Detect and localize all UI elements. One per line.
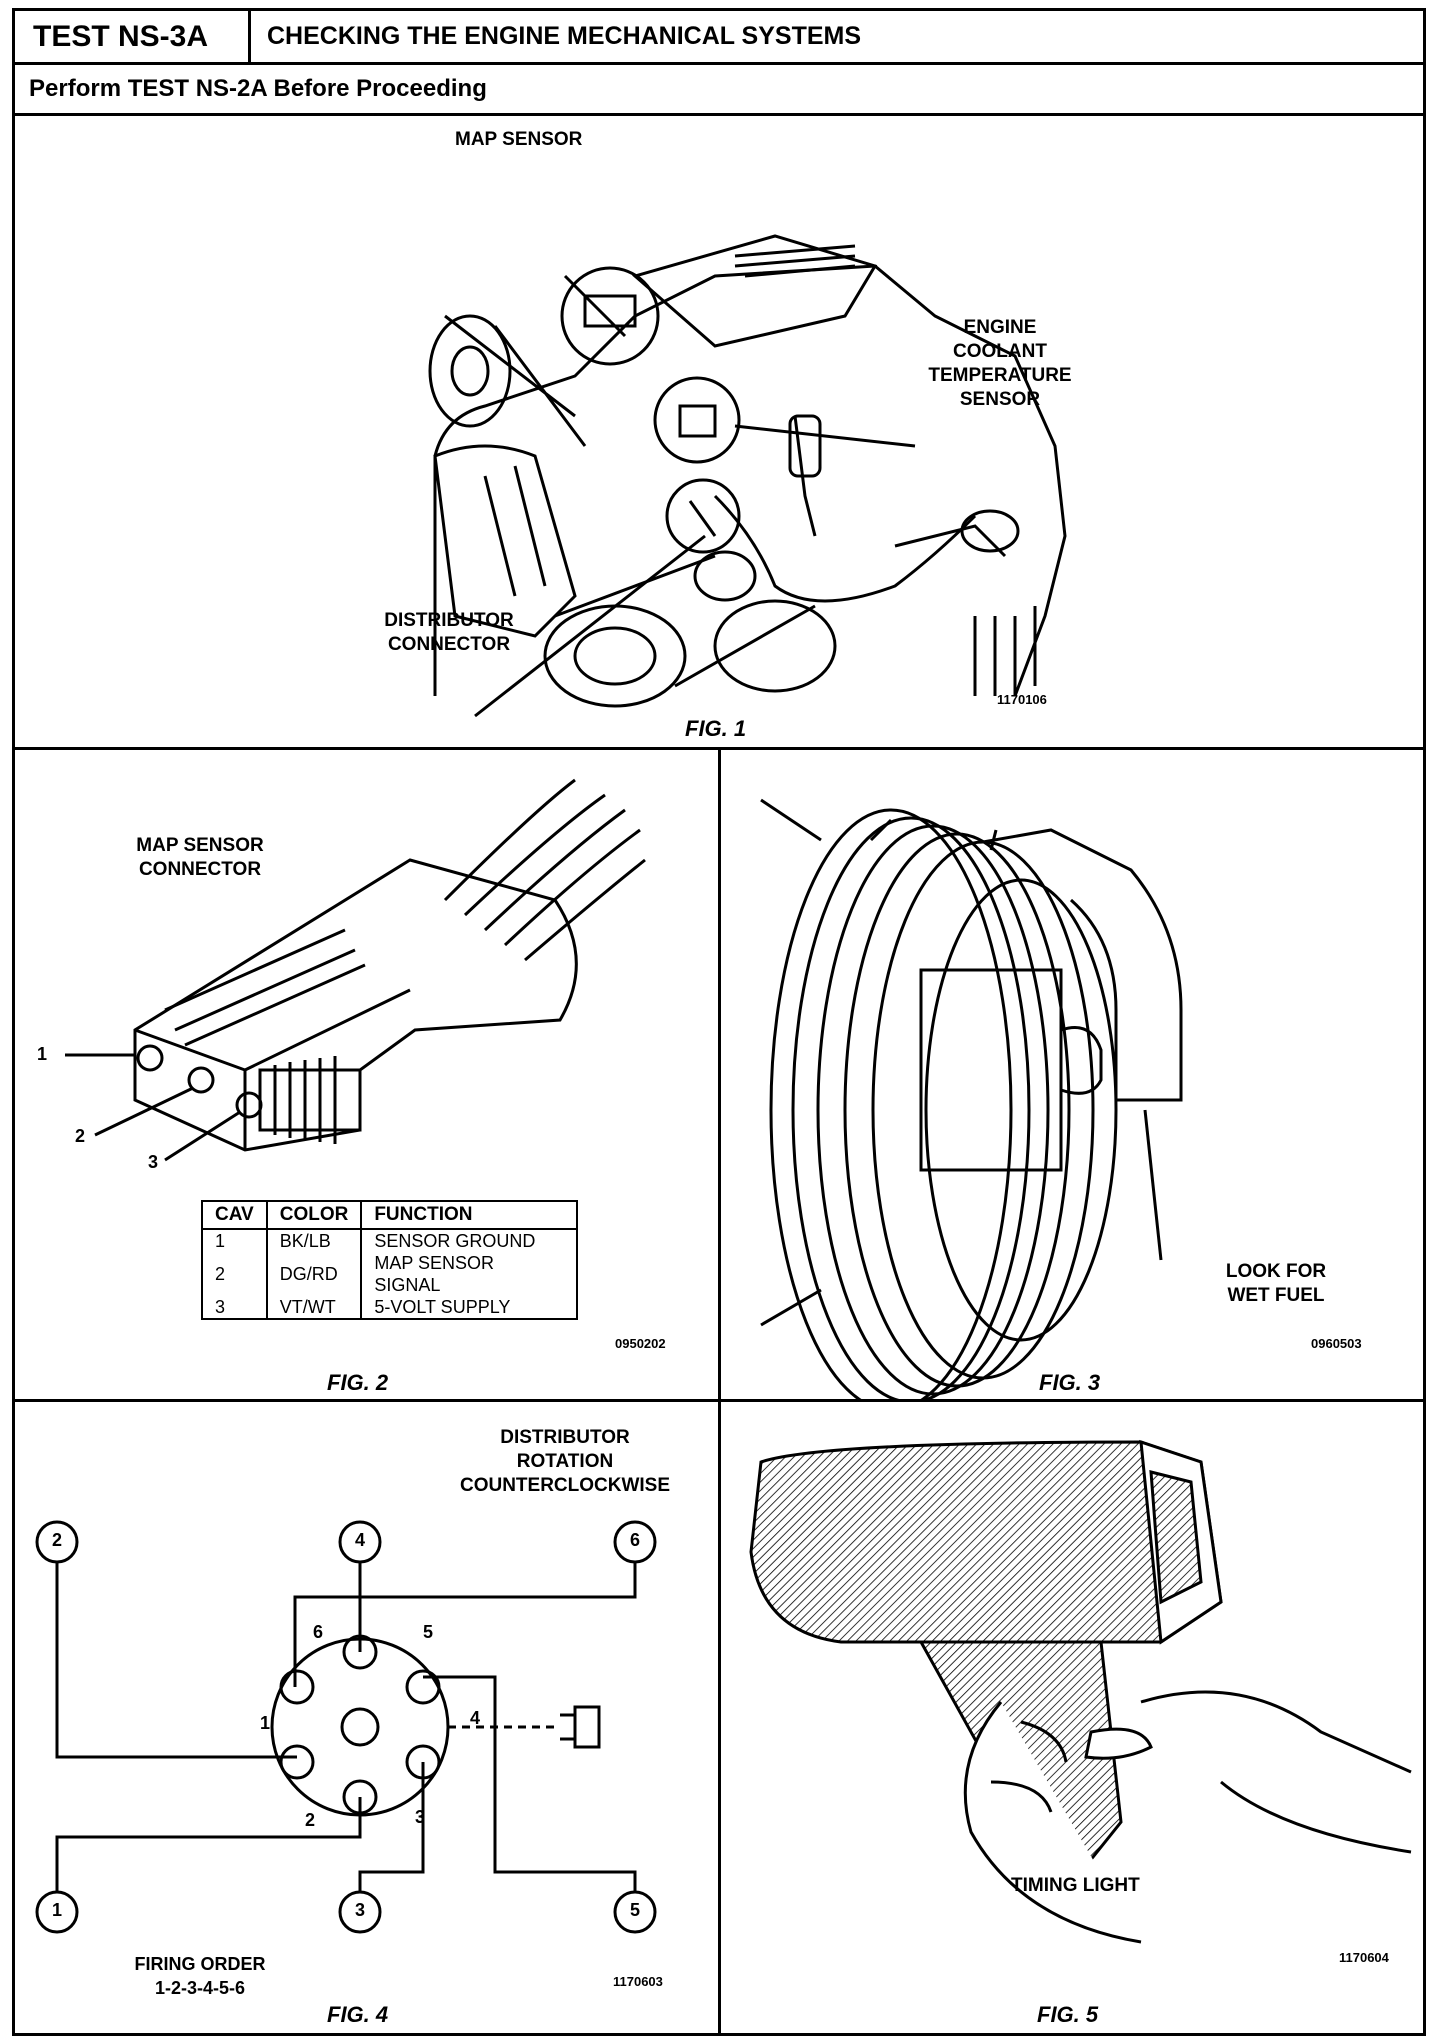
cell-function: MAP SENSOR SIGNAL xyxy=(360,1252,579,1296)
cylinder-1: 1 xyxy=(52,1900,63,1920)
spark-plug-boot-illustration xyxy=(760,798,1183,1399)
fig4-caption: FIG. 4 xyxy=(327,2002,389,2027)
firing-order-label: FIRING ORDER 1-2-3-4-5-6 xyxy=(125,1952,275,2000)
cell-cav: 3 xyxy=(201,1296,268,1320)
col-function: FUNCTION xyxy=(360,1200,579,1230)
cap-terminal-4: 4 xyxy=(470,1708,481,1728)
pin-label-2: 2 xyxy=(75,1126,86,1146)
distributor-label-line2: CONNECTOR xyxy=(387,634,511,655)
wet-fuel-label: LOOK FOR WET FUEL xyxy=(1201,1260,1351,1308)
cylinder-5: 5 xyxy=(630,1900,641,1920)
fig3-caption: FIG. 3 xyxy=(1039,1370,1101,1395)
fig4-code: 1170603 xyxy=(613,1974,663,1989)
fig4-panel: DISTRIBUTOR ROTATION COUNTERCLOCKWISE 2 … xyxy=(15,1402,721,2033)
col-cav: CAV xyxy=(201,1200,268,1230)
fig5-caption: FIG. 5 xyxy=(1037,2002,1099,2027)
cap-terminal-5: 5 xyxy=(423,1622,434,1642)
cap-terminal-1: 1 xyxy=(260,1713,271,1733)
fig2-title-line2: CONNECTOR xyxy=(138,859,262,880)
table-row: 2 DG/RD MAP SENSOR SIGNAL xyxy=(201,1252,579,1296)
distributor-connector-label: DISTRIBUTOR CONNECTOR xyxy=(369,609,529,657)
fig2-caption: FIG. 2 xyxy=(327,1370,389,1395)
test-id: TEST NS-3A xyxy=(15,11,251,62)
timing-light-label: TIMING LIGHT xyxy=(1011,1875,1140,1896)
cylinder-3: 3 xyxy=(355,1900,366,1920)
fig5-code: 1170604 xyxy=(1339,1950,1389,1965)
ect-label-line4: SENSOR xyxy=(959,389,1041,410)
table-row: 3 VT/WT 5-VOLT SUPPLY xyxy=(201,1296,579,1320)
map-connector-illustration xyxy=(65,778,646,1162)
cap-terminal-6: 6 xyxy=(313,1622,324,1642)
cylinder-2: 2 xyxy=(52,1530,63,1550)
fig3-panel: LOOK FOR WET FUEL 0960503 FIG. 3 xyxy=(721,750,1423,1402)
wet-fuel-line2: WET FUEL xyxy=(1227,1285,1325,1306)
firing-order-line1: FIRING ORDER xyxy=(134,1954,266,1974)
fig1-panel: MAP SENSOR ENGINE COOLANT TEMPERATURE SE… xyxy=(15,116,1423,750)
page-subtitle: Perform TEST NS-2A Before Proceeding xyxy=(15,65,1423,116)
col-color: COLOR xyxy=(265,1200,363,1230)
cell-color: DG/RD xyxy=(265,1252,363,1296)
cylinder-4: 4 xyxy=(355,1530,366,1550)
fig2-title: MAP SENSOR CONNECTOR xyxy=(125,834,275,882)
cell-color: BK/LB xyxy=(265,1229,363,1252)
rotation-line2: ROTATION xyxy=(516,1451,614,1472)
cavity-table-header: CAV COLOR FUNCTION xyxy=(201,1200,579,1230)
fig2-code: 0950202 xyxy=(615,1336,666,1351)
engine-illustration xyxy=(428,234,1067,718)
pin-label-1: 1 xyxy=(37,1044,48,1064)
fig5-panel: TIMING LIGHT 1170604 FIG. 5 xyxy=(721,1402,1423,2033)
rotation-line3: COUNTERCLOCKWISE xyxy=(459,1475,671,1496)
map-sensor-label: MAP SENSOR xyxy=(455,129,583,150)
cap-terminal-2: 2 xyxy=(305,1810,316,1830)
cell-cav: 1 xyxy=(201,1229,268,1252)
header-bar: TEST NS-3A CHECKING THE ENGINE MECHANICA… xyxy=(15,11,1423,65)
fig2-panel: MAP SENSOR CONNECTOR 1 2 3 CAV COLOR FUN… xyxy=(15,750,721,1402)
firing-order-diagram xyxy=(35,1520,657,1934)
cap-terminal-3: 3 xyxy=(415,1807,426,1827)
ect-label-line1: ENGINE xyxy=(963,317,1037,338)
ect-label-line3: TEMPERATURE xyxy=(928,365,1072,386)
fig2-title-line1: MAP SENSOR xyxy=(136,835,264,856)
page-title: CHECKING THE ENGINE MECHANICAL SYSTEMS xyxy=(267,22,862,50)
ect-label-line2: COOLANT xyxy=(953,341,1047,362)
ect-sensor-label: ENGINE COOLANT TEMPERATURE SENSOR xyxy=(895,316,1105,412)
fig3-code: 0960503 xyxy=(1311,1336,1362,1351)
cell-color: VT/WT xyxy=(265,1296,363,1320)
cylinder-6: 6 xyxy=(630,1530,641,1550)
distributor-label-line1: DISTRIBUTOR xyxy=(384,610,514,631)
rotation-line1: DISTRIBUTOR xyxy=(500,1427,630,1448)
wet-fuel-line1: LOOK FOR xyxy=(1225,1261,1327,1282)
rotation-label: DISTRIBUTOR ROTATION COUNTERCLOCKWISE xyxy=(435,1426,695,1498)
timing-light-illustration xyxy=(749,1439,1412,1944)
table-row: 1 BK/LB SENSOR GROUND xyxy=(201,1229,579,1252)
test-page: TEST NS-3A CHECKING THE ENGINE MECHANICA… xyxy=(12,8,1426,2036)
cell-cav: 2 xyxy=(201,1252,268,1296)
fig1-code: 1170106 xyxy=(997,692,1047,707)
cavity-table: CAV COLOR FUNCTION 1 BK/LB SENSOR GROUND… xyxy=(201,1200,579,1320)
firing-order-line2: 1-2-3-4-5-6 xyxy=(154,1978,246,1998)
pin-label-3: 3 xyxy=(148,1152,159,1172)
cell-function: SENSOR GROUND xyxy=(360,1229,579,1252)
fig1-caption: FIG. 1 xyxy=(685,716,747,741)
cell-function: 5-VOLT SUPPLY xyxy=(360,1296,579,1320)
